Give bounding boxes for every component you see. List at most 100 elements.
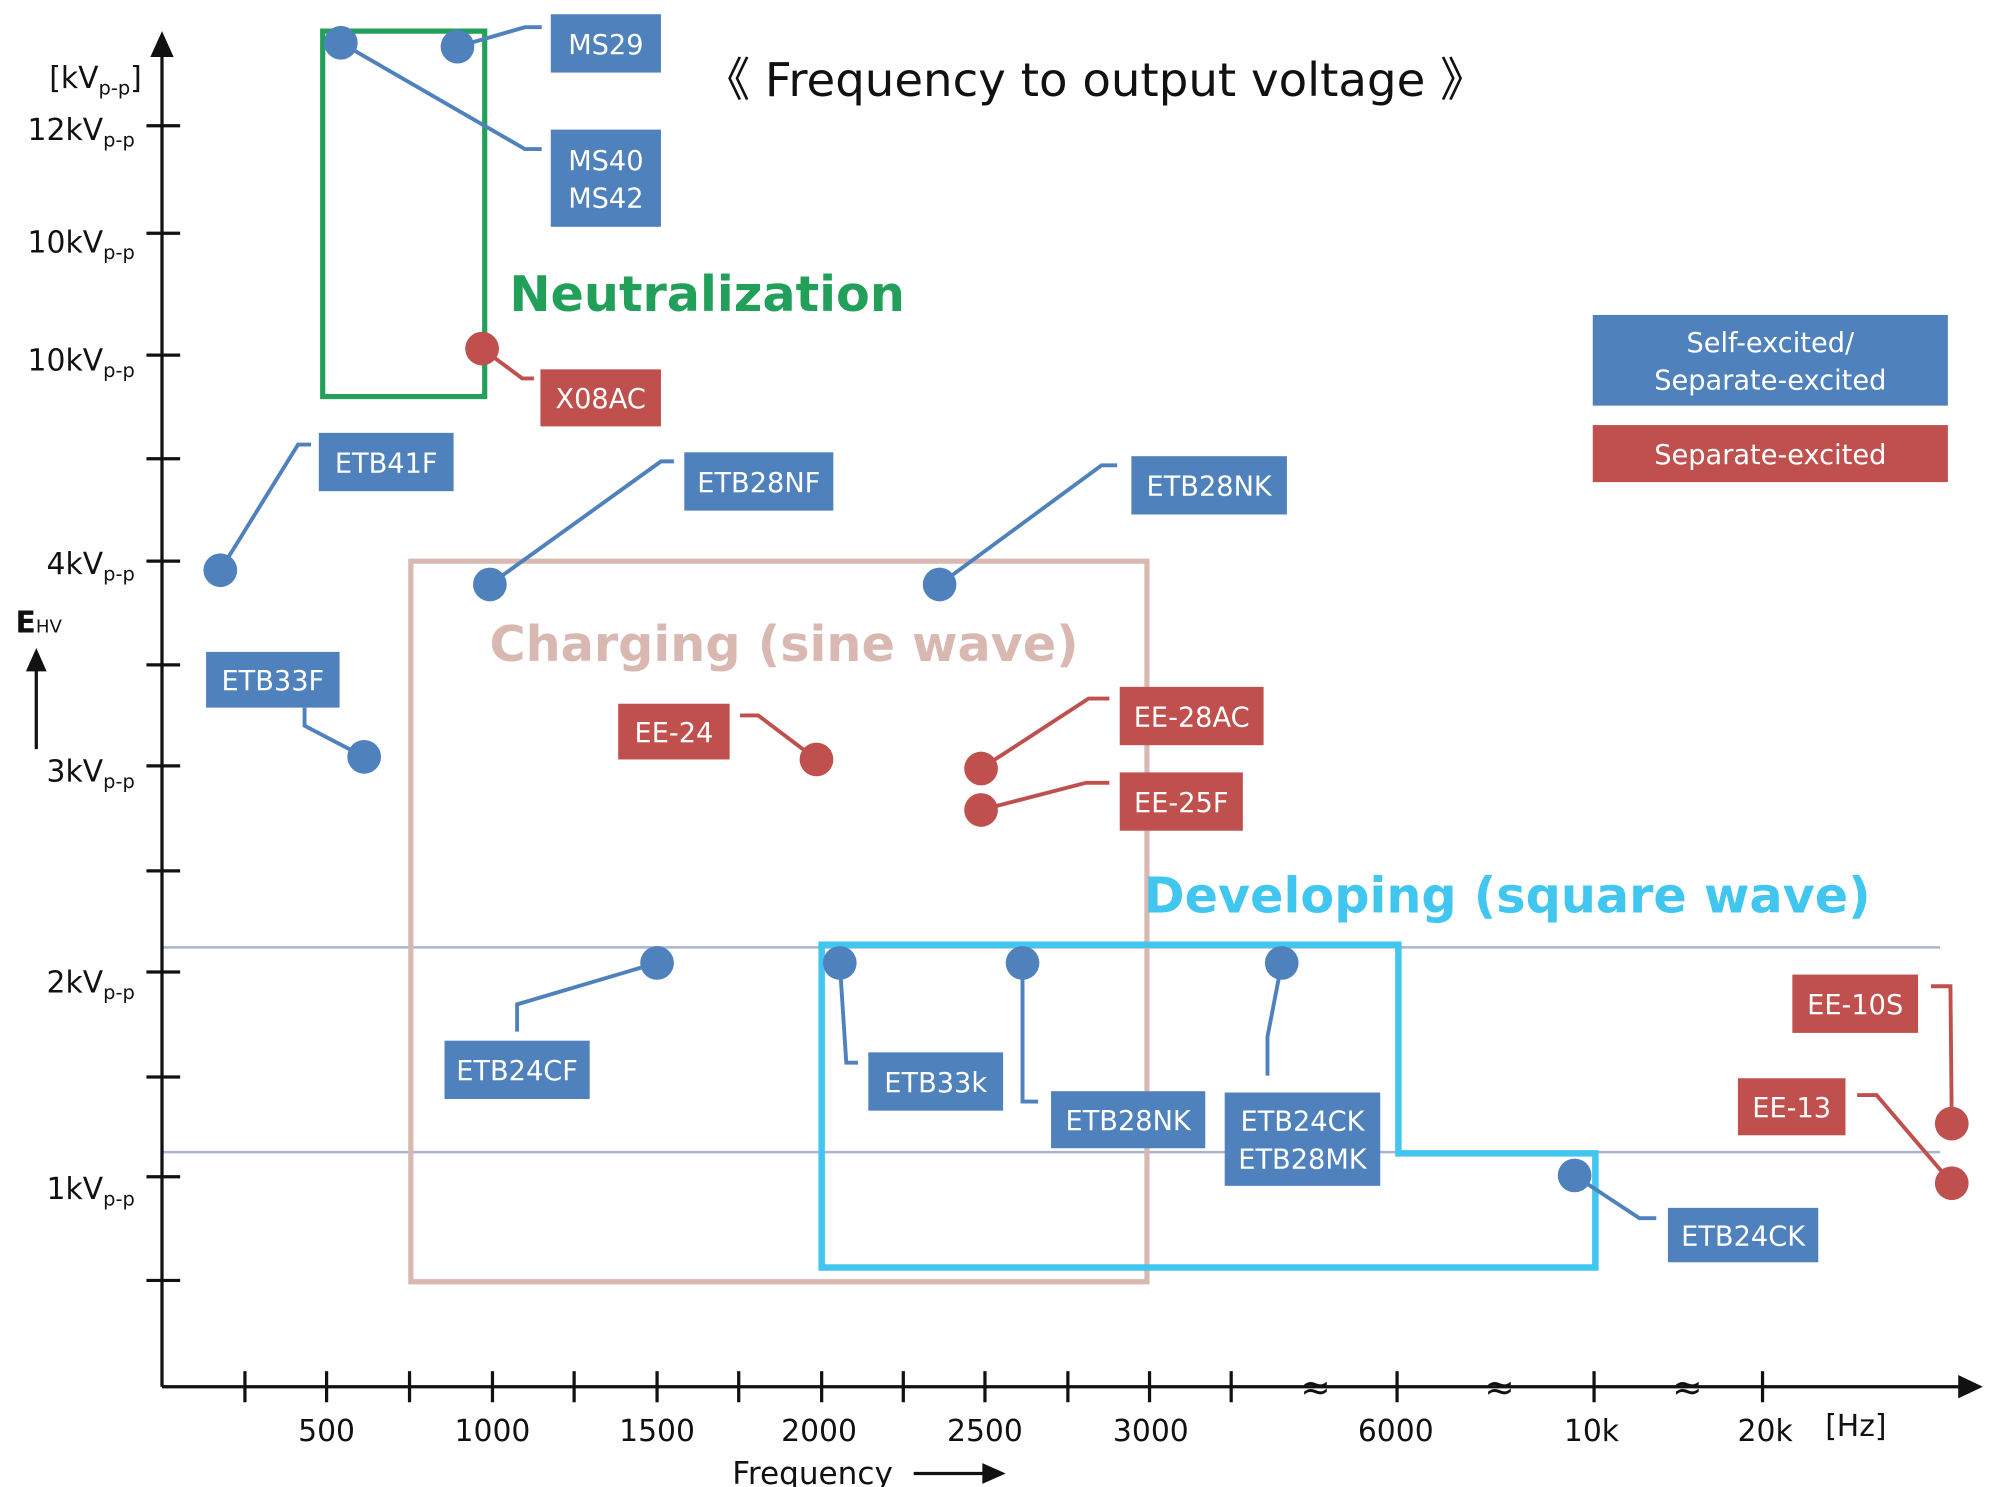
region-boxes	[320, 28, 1599, 1285]
legend-swatch-1	[1592, 314, 1948, 406]
point-label: EE-13	[1752, 1093, 1831, 1124]
point-label: X08AC	[555, 384, 645, 415]
axis-break-symbol: ≈	[1672, 1366, 1702, 1409]
connector-17	[1857, 1093, 1954, 1185]
connector-10	[980, 780, 1110, 812]
point-label: EE-24	[635, 718, 714, 749]
charging-region-label: Charging (sine wave)	[489, 615, 1078, 673]
point-label: ETB41F	[335, 448, 438, 479]
tag-box-17	[1737, 1078, 1846, 1136]
point-label: EE-28AC	[1134, 702, 1250, 733]
point-ms40-ms42	[323, 25, 358, 60]
tag-box-1	[550, 129, 661, 227]
y-tick-sub: p-p	[103, 128, 135, 151]
tag-box-11	[444, 1040, 590, 1099]
connector-1	[339, 41, 542, 151]
point-etb24cf	[640, 946, 674, 980]
connector-11	[515, 961, 658, 1032]
tag-box-12	[868, 1052, 1004, 1111]
point-etb28nk	[922, 567, 957, 602]
point-label: ETB24CF	[456, 1056, 578, 1087]
y-tick-sub: p-p	[103, 241, 135, 264]
y-tick-sub: p-p	[103, 563, 135, 586]
y-tick-sub: p-p	[103, 770, 135, 793]
point-label: ETB28NK	[1066, 1106, 1192, 1137]
y-tick-label: 1kVp-p	[47, 1172, 135, 1210]
tag-box-15	[1667, 1207, 1819, 1263]
axis-break-symbol: ≈	[1484, 1366, 1514, 1409]
legend-label: Self-excited/	[1686, 328, 1855, 359]
tag-box-7	[1131, 456, 1287, 515]
point-ee-28ac	[964, 751, 998, 786]
y-tick-main: 4kV	[47, 547, 104, 582]
point-label: ETB28MK	[1238, 1144, 1368, 1175]
tag-box-9	[1119, 686, 1264, 746]
y-tick-sub: p-p	[103, 1187, 135, 1210]
tag-box-3	[540, 369, 661, 427]
y-tick-label: 10kVp-p	[28, 226, 135, 264]
y-tick-label: 4kVp-p	[47, 547, 135, 585]
point-label: ETB33k	[884, 1068, 987, 1099]
tag-box-8	[618, 703, 730, 760]
label-connectors	[218, 25, 1954, 1221]
point-label: MS29	[568, 30, 643, 61]
y-axis-arrow	[150, 31, 174, 58]
point-etb33k	[822, 946, 857, 980]
tag-box-16	[1792, 974, 1919, 1033]
x-tick-label: 6000	[1358, 1414, 1434, 1449]
legend-label: Separate-excited	[1654, 440, 1886, 471]
connector-14	[1265, 962, 1284, 1076]
y-tick-label: 3kVp-p	[47, 754, 135, 792]
connector-5	[302, 707, 366, 759]
point-label: MS40	[568, 146, 643, 177]
point-etb41f	[203, 553, 238, 588]
tick-marks: ≈ ≈ ≈	[146, 124, 1765, 1409]
developing-region-label: Developing (square wave)	[1144, 866, 1871, 924]
axis-break-symbol: ≈	[1300, 1366, 1330, 1409]
neutralization-region-label: Neutralization	[509, 265, 905, 323]
legend-label: Separate-excited	[1654, 365, 1886, 396]
point-labels: Self-excited/Separate-excitedSeparate-ex…	[206, 14, 1948, 1263]
y-tick-main: 10kV	[28, 344, 104, 379]
point-etb24ck	[1557, 1158, 1592, 1193]
point-x08ac	[465, 331, 499, 366]
tag-box-13	[1051, 1091, 1206, 1149]
point-label: ETB28NF	[697, 468, 820, 499]
connector-6	[488, 459, 674, 587]
point-label: EE-10S	[1807, 990, 1903, 1021]
point-label: ETB24CK	[1681, 1221, 1806, 1252]
x-axis-arrow	[1958, 1375, 1983, 1399]
x-axis-label: Frequency	[732, 1456, 893, 1487]
point-label: ETB24CK	[1241, 1107, 1366, 1138]
developing-region-box	[818, 941, 1599, 1271]
point-ee-10s	[1934, 1106, 1969, 1141]
y-tick-main: 3kV	[47, 754, 104, 789]
connector-9	[980, 696, 1110, 771]
y-tick-main: 2kV	[47, 966, 104, 1001]
point-ee-25f	[964, 793, 998, 827]
x-unit-label: [Hz]	[1825, 1409, 1886, 1444]
tag-box-4	[318, 432, 454, 492]
connector-7	[938, 463, 1118, 587]
chart-title: 《 Frequency to output voltage 》	[703, 54, 1486, 108]
point-etb28nk	[1005, 946, 1040, 980]
legend-swatch-2	[1592, 425, 1948, 483]
point-etb33f	[347, 740, 382, 774]
x-label-arrow-head	[982, 1463, 1006, 1484]
x-tick-label: 2000	[781, 1414, 857, 1449]
point-etb24ck-etb28mk	[1264, 946, 1299, 980]
point-etb28nf	[473, 567, 507, 602]
y-label-arrow-head	[25, 647, 47, 672]
y-tick-label: 12kVp-p	[28, 113, 135, 151]
connector-2	[456, 25, 542, 49]
point-ms29	[440, 29, 475, 64]
y-tick-main: 1kV	[47, 1172, 104, 1207]
connector-4	[218, 442, 312, 572]
charging-region-box	[408, 558, 1150, 1285]
y-tick-sub: p-p	[103, 359, 135, 382]
x-tick-label: 20k	[1738, 1414, 1794, 1449]
tag-box-6	[684, 452, 834, 511]
tag-box-10	[1119, 772, 1243, 831]
